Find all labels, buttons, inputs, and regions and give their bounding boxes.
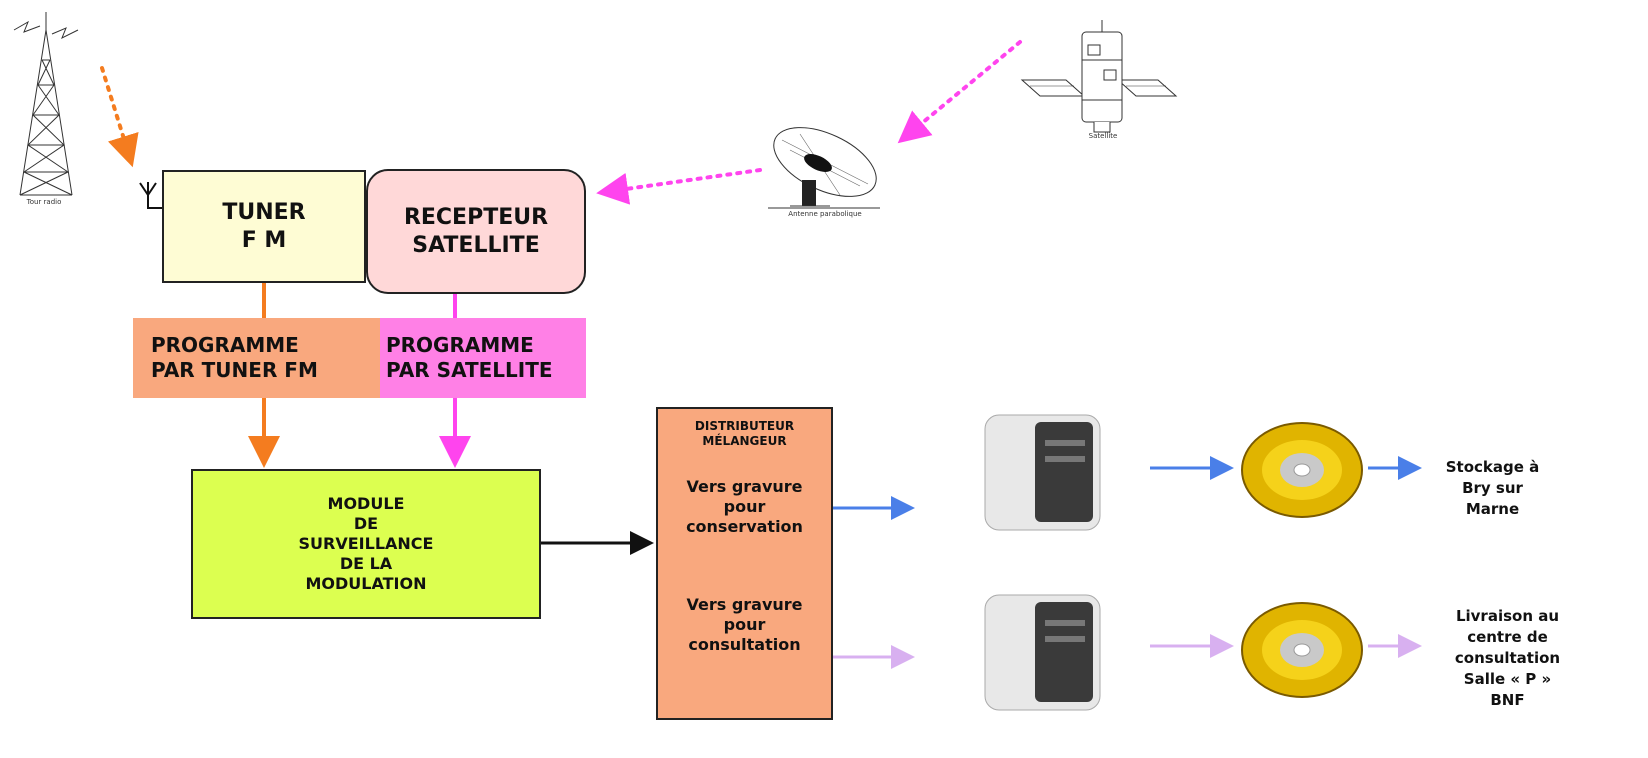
stockage-label: Stockage à Bry sur Marne: [1445, 458, 1540, 518]
satellite-signal-arrow: [897, 40, 1022, 144]
tower-caption: Tour radio: [26, 198, 62, 206]
programme-satellite-label: PROGRAMME PAR SATELLITE: [380, 318, 586, 398]
computer-icon: [984, 414, 1101, 531]
vers-gravure-conservation: Vers gravure pour conservation: [686, 477, 803, 536]
tuner-fm-box: TUNER F M: [162, 170, 366, 283]
cd-disc-icon: [1241, 602, 1363, 698]
dish-caption: Antenne parabolique: [788, 210, 862, 218]
computer-icon: [984, 594, 1101, 711]
livraison-label: Livraison au centre de consultation Sall…: [1454, 607, 1561, 709]
distributeur-melangeur-box: DISTRIBUTEUR MÉLANGEUR Vers gravure pour…: [656, 407, 833, 720]
tuner-antenna: [139, 182, 162, 209]
tuner-title: TUNER: [222, 200, 306, 225]
distributeur-title: DISTRIBUTEUR MÉLANGEUR: [694, 419, 795, 448]
satellite-icon: [1020, 20, 1178, 133]
radio-tower-icon: [13, 12, 79, 196]
programme-fm-label: PROGRAMME PAR TUNER FM: [133, 318, 380, 398]
recepteur-title: RECEPTEUR: [403, 205, 549, 230]
dish-signal-arrow: [596, 168, 762, 205]
vers-gravure-consultation: Vers gravure pour consultation: [686, 595, 803, 654]
tuner-subtitle: F M: [241, 227, 287, 253]
satellite-caption: Satellite: [1088, 132, 1118, 140]
module-surveillance-box: MODULE DE SURVEILLANCE DE LA MODULATION: [191, 469, 541, 619]
cd-disc-icon: [1241, 422, 1363, 518]
recepteur-subtitle: SATELLITE: [412, 232, 540, 258]
fm-signal-arrow: [100, 66, 139, 168]
satellite-dish-icon: [768, 127, 880, 209]
recepteur-satellite-box: RECEPTEUR SATELLITE: [366, 169, 586, 294]
